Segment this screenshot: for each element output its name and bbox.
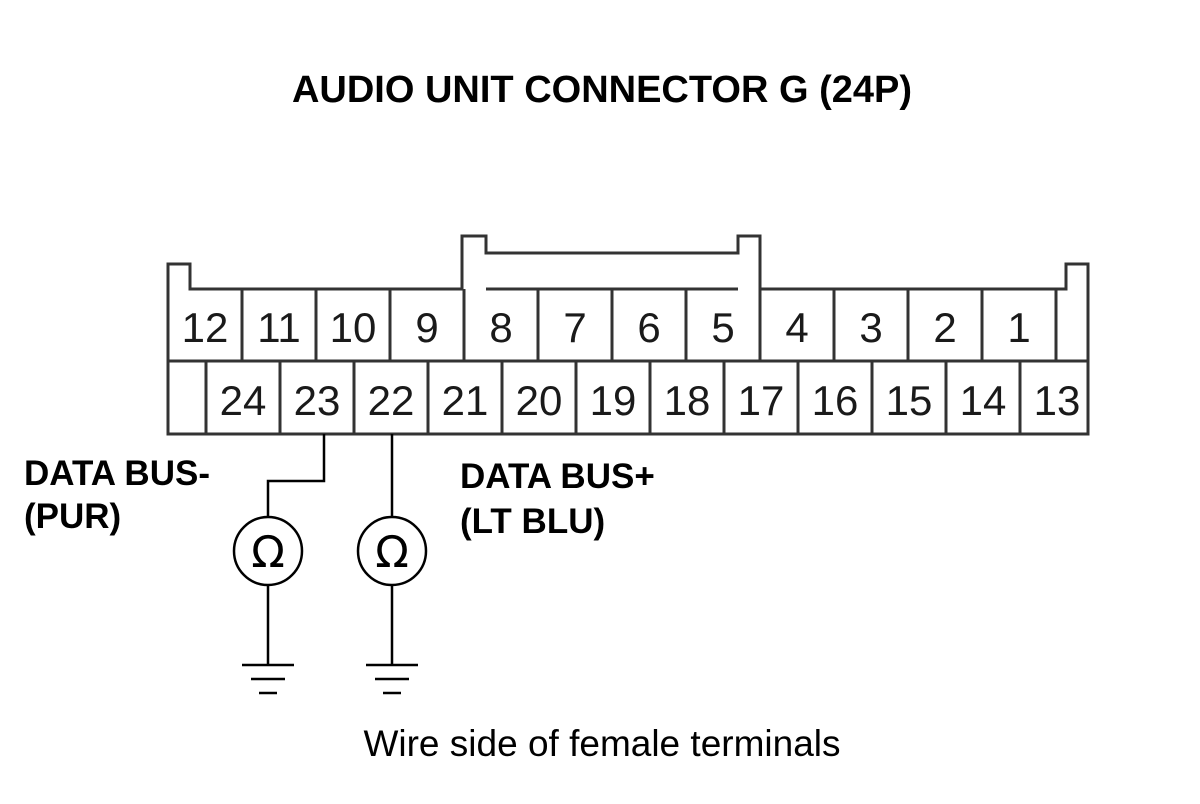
pin-number: 9 bbox=[415, 304, 438, 351]
pin-number: 3 bbox=[859, 304, 882, 351]
probe-data-bus-minus: Ω bbox=[232, 434, 326, 695]
pin-number: 15 bbox=[886, 377, 933, 424]
top-row-pin-numbers: 12 11 10 9 8 7 6 5 4 3 2 1 bbox=[182, 304, 1031, 351]
diagram-caption: Wire side of female terminals bbox=[363, 723, 840, 764]
bottom-row-cells bbox=[204, 361, 1022, 434]
top-row-cells bbox=[240, 289, 1058, 361]
pin-number: 13 bbox=[1034, 377, 1081, 424]
pin-number: 18 bbox=[664, 377, 711, 424]
pin-number: 10 bbox=[330, 304, 377, 351]
ground-icon bbox=[366, 663, 418, 695]
ohm-symbol: Ω bbox=[251, 527, 285, 578]
pin-number: 2 bbox=[933, 304, 956, 351]
pin-number: 23 bbox=[294, 377, 341, 424]
pin-number: 14 bbox=[960, 377, 1007, 424]
data-bus-minus-label: DATA BUS- bbox=[24, 454, 210, 493]
pin-number: 17 bbox=[738, 377, 785, 424]
pin-number: 8 bbox=[489, 304, 512, 351]
pin-number: 20 bbox=[516, 377, 563, 424]
pin-number: 11 bbox=[257, 304, 301, 351]
pin-number: 24 bbox=[220, 377, 267, 424]
ohm-symbol: Ω bbox=[375, 527, 409, 578]
pin-number: 5 bbox=[711, 304, 734, 351]
pin-number: 12 bbox=[182, 304, 229, 351]
ground-icon bbox=[242, 663, 294, 695]
pin-number: 22 bbox=[368, 377, 415, 424]
pin-number: 1 bbox=[1007, 304, 1030, 351]
pin-number: 4 bbox=[785, 304, 808, 351]
bottom-row-pin-numbers: 24 23 22 21 20 19 18 17 16 15 14 13 bbox=[220, 377, 1081, 424]
data-bus-plus-label: DATA BUS+ bbox=[460, 457, 655, 496]
pin-number: 6 bbox=[637, 304, 660, 351]
data-bus-plus-color: (LT BLU) bbox=[460, 502, 605, 541]
probe-wire bbox=[266, 434, 326, 517]
pin-number: 7 bbox=[563, 304, 586, 351]
probe-data-bus-plus: Ω bbox=[356, 434, 428, 695]
pin-number: 16 bbox=[812, 377, 859, 424]
pin-number: 21 bbox=[442, 377, 489, 424]
data-bus-minus-color: (PUR) bbox=[24, 497, 121, 536]
diagram-title: AUDIO UNIT CONNECTOR G (24P) bbox=[292, 69, 912, 111]
pin-number: 19 bbox=[590, 377, 637, 424]
